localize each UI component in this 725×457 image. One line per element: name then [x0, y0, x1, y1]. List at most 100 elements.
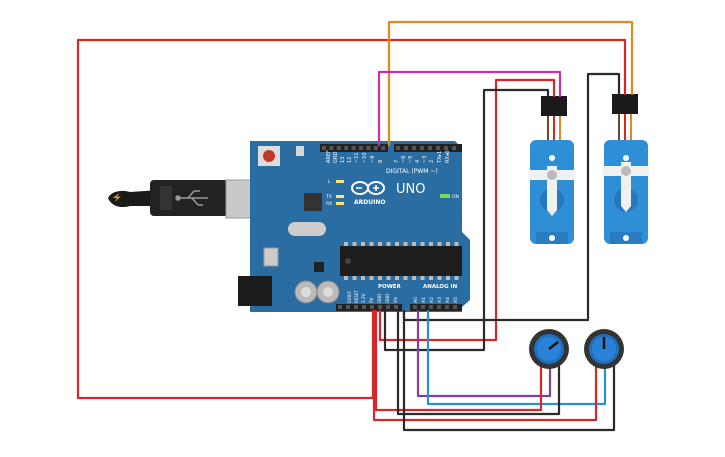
wire-pin8-servo2[interactable] — [387, 20, 634, 147]
led-l — [296, 146, 304, 156]
pin-2-label: 2 — [429, 160, 435, 163]
wire-5v-pot1[interactable] — [374, 309, 543, 412]
header-pin — [362, 305, 366, 309]
header-pin — [361, 242, 365, 246]
analog-header — [410, 304, 462, 311]
header-pin — [369, 242, 374, 246]
pin-9-label: ~9 — [370, 156, 376, 163]
header-pin — [453, 305, 457, 309]
arduino-logo-icon — [351, 181, 385, 195]
wire-gnd-pot2[interactable] — [402, 309, 616, 432]
header-pin — [454, 276, 459, 280]
pin-8-label: 8 — [378, 160, 384, 163]
aref-label: AREF — [326, 150, 332, 163]
header-pin — [396, 146, 400, 150]
regulator — [263, 247, 279, 267]
header-pin — [412, 146, 416, 150]
header-pin — [444, 146, 448, 150]
pin-5-label: ~5 — [408, 156, 414, 163]
gnd2-label: GND — [385, 294, 390, 303]
header-pin — [420, 146, 424, 150]
header-pin — [322, 146, 326, 150]
pin-0-label: RX◂0 — [445, 150, 451, 163]
pin-11-label: ~11 — [354, 152, 360, 163]
header-pin — [346, 305, 350, 309]
servo-2-connector — [612, 94, 638, 114]
l-led-label: L — [328, 179, 331, 185]
wire-gnd-pot1[interactable] — [396, 309, 561, 416]
servo-1-connector — [541, 96, 567, 116]
a4-label: A4 — [445, 297, 451, 303]
header-pin — [344, 242, 348, 246]
header-pin — [428, 146, 432, 150]
wire-a1-pot2[interactable] — [426, 309, 607, 406]
header-pin — [403, 276, 408, 280]
header-pin — [429, 276, 433, 280]
wire-5v-pot2[interactable] — [372, 309, 598, 422]
header-pin — [369, 276, 374, 280]
pin-1-label: TX▸1 — [437, 151, 443, 164]
header-pin — [386, 276, 391, 280]
a3-label: A3 — [437, 297, 443, 303]
potentiometer-2[interactable] — [584, 329, 624, 369]
pin-13-label: 13 — [340, 157, 346, 163]
header-pin — [359, 146, 363, 150]
usb-cable[interactable] — [108, 179, 265, 219]
3v3-label: 3.3V — [361, 294, 366, 303]
power-label: POWER — [378, 284, 402, 290]
header-pin — [429, 242, 433, 246]
header-pin — [446, 242, 450, 246]
header-pin — [352, 242, 357, 246]
header-pin — [394, 305, 398, 309]
arduino-uno-board[interactable]: AREF GND 13 12 ~11 ~10 ~9 8 7 ~6 ~5 4 ~3… — [238, 141, 470, 312]
wire-gnd-servo1[interactable] — [383, 88, 550, 352]
header-pin — [338, 305, 342, 309]
pin-12-label: 12 — [347, 157, 353, 163]
header-pin — [378, 305, 382, 309]
gnd1-label: GND — [377, 294, 382, 303]
arduino-brand-label: ARDUINO — [354, 199, 385, 206]
header-pin — [378, 276, 382, 280]
small-chip — [314, 262, 324, 272]
header-pin — [436, 146, 440, 150]
header-pin — [373, 146, 378, 150]
pin-3-label: ~3 — [422, 156, 428, 163]
servo-2[interactable] — [603, 94, 649, 244]
header-pin — [420, 276, 425, 280]
pin-6-label: ~6 — [401, 156, 407, 163]
tx-led — [336, 195, 344, 198]
header-pin — [352, 276, 357, 280]
wire-5v-servo1[interactable] — [378, 78, 556, 342]
power-jack[interactable] — [238, 276, 272, 306]
a5-label: A5 — [453, 297, 459, 303]
rx-label: RX — [326, 201, 332, 207]
header-pin — [336, 146, 341, 150]
header-pin — [454, 242, 459, 246]
atmega-chip-pins — [344, 242, 459, 280]
pin-10-label: ~10 — [362, 152, 368, 163]
header-pin — [429, 305, 433, 309]
uno-model-label: UNO — [396, 182, 425, 197]
servo-1[interactable] — [529, 96, 575, 244]
header-pin — [366, 146, 371, 150]
header-pin — [403, 242, 408, 246]
usb-plug-icon — [113, 193, 121, 202]
wire-a0-pot1[interactable] — [416, 309, 552, 398]
a1-label: A1 — [421, 297, 427, 303]
header-pin — [381, 146, 386, 150]
l-led — [336, 180, 344, 183]
usb-symbol-icon — [175, 190, 208, 206]
header-pin — [413, 305, 417, 309]
usb-chip — [304, 193, 322, 211]
header-pin — [404, 146, 408, 150]
header-pin — [370, 305, 374, 309]
on-led — [440, 194, 450, 198]
rx-led — [336, 202, 344, 205]
digital-pins — [322, 146, 456, 150]
wire-pin9-servo1[interactable] — [377, 70, 562, 147]
analog-in-label: ANALOG IN — [423, 284, 458, 290]
vin-label: Vin — [393, 296, 398, 303]
potentiometer-1[interactable] — [529, 329, 569, 369]
